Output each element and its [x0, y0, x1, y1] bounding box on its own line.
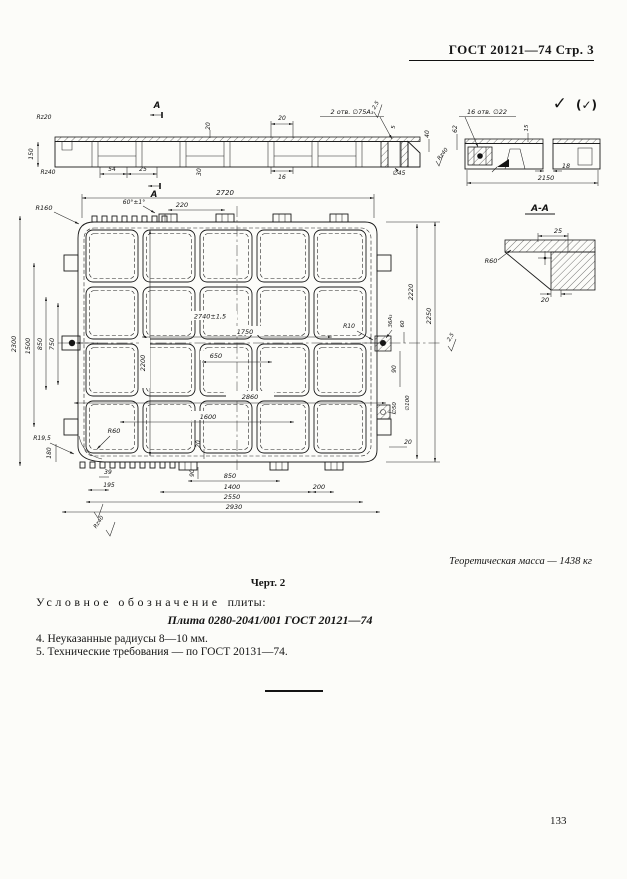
designation-label-spaced: Условное обозначение	[36, 595, 221, 609]
dim-36a3: 36А₃	[388, 314, 394, 328]
dim-1750: 1750	[237, 328, 254, 336]
dim-2200: 2200	[139, 355, 147, 372]
dim-54: 54	[108, 166, 116, 173]
dim-90-bottom: 90	[189, 469, 196, 477]
right-section-piece: 16 отв. ∅22 15 18 2150	[459, 108, 601, 186]
dim-150: 150	[28, 148, 35, 160]
dim-2720: 2720	[216, 189, 234, 197]
dim-rz20: Rz20	[37, 114, 52, 121]
dim-2550: 2550	[224, 493, 241, 501]
datum-flag-icon	[497, 159, 509, 167]
section-mark-a-bottom: А	[150, 190, 158, 200]
hole-center	[68, 339, 76, 347]
dim-20-left: 20	[205, 122, 212, 130]
dim-850-left: 850	[36, 338, 44, 350]
dim-2860: 2860	[242, 393, 259, 401]
dim-195: 195	[103, 482, 115, 489]
dim-16: 16	[278, 174, 286, 181]
dim-2220: 2220	[407, 284, 415, 301]
dim-roughness-right: 2,5	[446, 332, 456, 343]
figure-caption: Черт. 2	[250, 577, 286, 589]
page-header: ГОСТ 20121—74 Стр. 3	[409, 42, 594, 61]
dim-90-right: 90	[391, 365, 398, 373]
dim-650: 650	[210, 352, 222, 360]
page-number: 133	[550, 815, 567, 827]
dim-62: 62	[452, 125, 459, 133]
strip-ribs	[91, 141, 363, 167]
dim-1500: 1500	[24, 338, 32, 355]
roughness-check-icon	[105, 521, 116, 537]
dim-18: 18	[562, 162, 570, 170]
detail-a-a: А-А 25 R60 20	[485, 204, 596, 304]
surface-finish-marks: ✓ (✓)	[553, 94, 597, 114]
dim-20-top: 20	[278, 115, 286, 122]
note-item-5: 5. Технические требования — по ГОСТ 2013…	[36, 646, 288, 658]
roughness-check-icon	[435, 154, 444, 167]
dim-2930: 2930	[226, 503, 243, 511]
dim-25-detail: 25	[554, 227, 562, 235]
dim-dia100: ∅100	[405, 395, 411, 411]
top-section-view: А А Rz20 150 Rz40 54 25 20 30 20	[28, 100, 459, 200]
dim-180: 180	[46, 447, 53, 459]
dim-r19-5: R19,5	[33, 435, 51, 442]
dim-angle-60: 60°±1°	[123, 199, 145, 206]
dim-850-bottom: 850	[224, 472, 236, 480]
hole-outline	[380, 409, 386, 415]
dim-1400: 1400	[224, 483, 241, 491]
plan-view: 2720 220 60°±1° R160 2300 1500 850 750 R…	[10, 189, 457, 537]
roughness-check-icon	[373, 104, 383, 119]
dim-750: 750	[48, 338, 56, 350]
dim-2150: 2150	[538, 174, 555, 182]
dim-r60-detail: R60	[485, 257, 498, 265]
dim-200: 200	[313, 483, 325, 491]
dim-220: 220	[176, 201, 188, 209]
section-mark-a-top: А	[153, 101, 161, 111]
plate-outline	[77, 221, 378, 463]
label-2-holes: 2 отв. ∅75А₃	[331, 108, 374, 116]
mass-note: Теоретическая масса — 1438 кг	[449, 556, 592, 567]
dim-60: 60	[400, 320, 406, 327]
hole-center	[477, 153, 483, 159]
dim-roughness-2-5: 2,5	[371, 100, 381, 111]
dim-r60: R60	[108, 427, 121, 435]
dim-20-right: 20	[404, 439, 412, 446]
dim-2250: 2250	[425, 308, 433, 325]
dim-r10: R10	[343, 323, 355, 330]
dim-rz40: Rz40	[41, 169, 56, 176]
designation-label: Условное обозначение плиты:	[36, 595, 266, 610]
dim-40: 40	[424, 130, 431, 138]
dim-25: 25	[139, 166, 147, 173]
note-item-4: 4. Неуказанные радиусы 8—10 мм.	[36, 633, 208, 645]
dim-39: 39	[104, 469, 112, 476]
pocket-grid	[85, 229, 367, 454]
roughness-check-icon	[447, 338, 457, 352]
surface-finish-alt-icon: (✓)	[575, 98, 597, 112]
dim-r160: R160	[36, 204, 53, 212]
dim-dia50: ∅50	[392, 402, 398, 414]
dim-1600: 1600	[200, 413, 217, 421]
edge-lugs	[63, 213, 392, 471]
dim-rz40-right: Rz40	[437, 147, 450, 162]
dim-5: 5	[391, 125, 397, 129]
dim-2300: 2300	[10, 336, 18, 353]
roughness-check-icon	[93, 503, 104, 519]
surface-finish-icon: ✓	[552, 94, 567, 114]
dim-2740: 2740±1,5	[194, 313, 226, 321]
dim-rz40-plan: Rz40	[93, 515, 106, 530]
detail-title: А-А	[530, 204, 549, 214]
dim-20-bottom: 20	[195, 440, 202, 448]
section-divider	[265, 690, 323, 692]
dim-15: 15	[524, 124, 530, 131]
designation-label-rest: плиты:	[227, 595, 267, 609]
designation-value: Плита 0280-2041/001 ГОСТ 20121—74	[167, 613, 373, 627]
dim-20-detail: 20	[541, 296, 549, 304]
dim-dia45: ∅45	[393, 170, 406, 177]
dim-30: 30	[196, 168, 203, 176]
label-16-holes: 16 отв. ∅22	[467, 108, 507, 116]
